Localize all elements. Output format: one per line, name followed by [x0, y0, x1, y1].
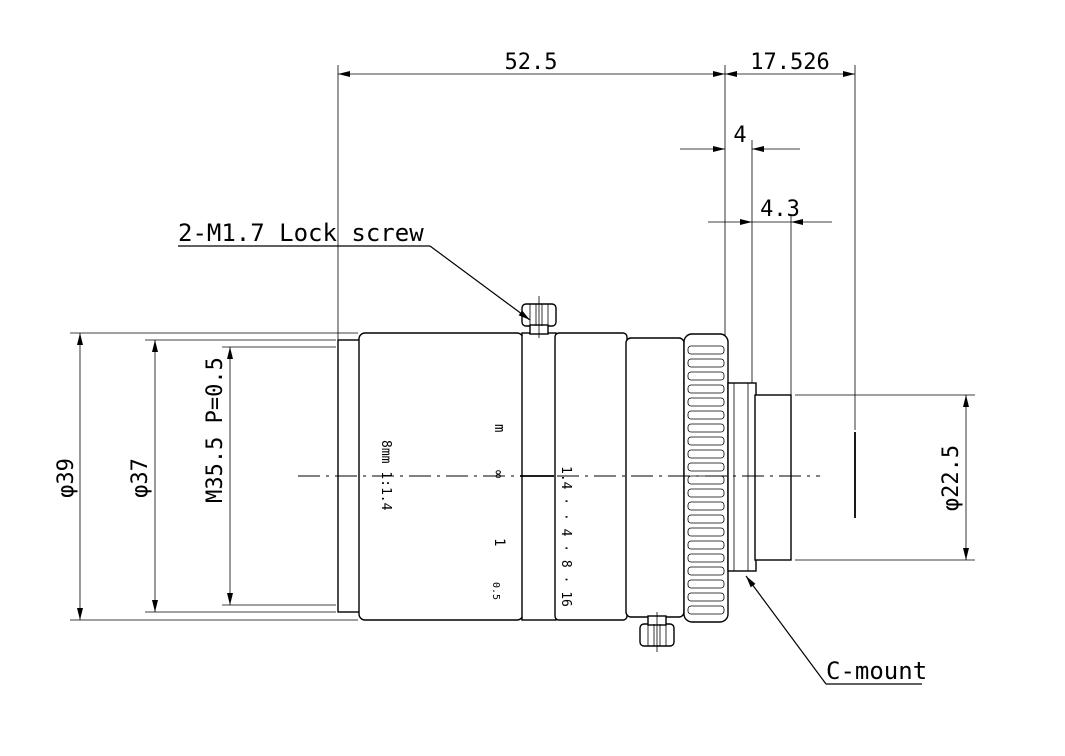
lens-body: [337, 332, 792, 623]
aperture-scale-marking: 1.4 · · 4 · 8 · 16: [558, 466, 573, 607]
knurl-tooth: [687, 566, 725, 576]
dim-mount-43: 4.3: [708, 197, 832, 395]
knurl-tooth: [687, 358, 725, 368]
knurled-ring: [683, 333, 729, 623]
callout-lock-screw: 2-M1.7 Lock screw: [178, 219, 531, 321]
knurl-tooth: [687, 605, 725, 615]
lock-screw-bottom: [639, 612, 675, 652]
knurl-tooth: [687, 488, 725, 498]
rear-barrel: [625, 337, 685, 618]
knurl-tooth: [687, 410, 725, 420]
knurl-tooth: [687, 553, 725, 563]
knurl-tooth: [687, 397, 725, 407]
lock-screw-top: [521, 296, 557, 338]
dim-dia-37: φ37: [128, 339, 336, 613]
dim-dia-225-value: φ22.5: [939, 445, 964, 511]
knurl-tooth: [687, 423, 725, 433]
knurl-tooth: [687, 462, 725, 472]
dim-mount-4: 4: [680, 123, 800, 383]
mount-flange: [727, 382, 757, 572]
mount-thread: [754, 394, 792, 561]
knurl-tooth: [687, 371, 725, 381]
dim-total-length: 52.5: [337, 50, 726, 340]
focus-1-marking: 1: [491, 538, 507, 546]
focus-inf-marking: ∞: [490, 470, 506, 479]
dim-filter-thread-value: M35.5 P=0.5: [203, 357, 228, 503]
knurl-tooth: [687, 345, 725, 355]
dim-dia-225: φ22.5: [795, 394, 975, 561]
dim-flange-back-value: 17.526: [750, 50, 829, 75]
knurl-tooth: [687, 501, 725, 511]
dim-mount-4-value: 4: [733, 123, 746, 148]
dim-filter-thread: M35.5 P=0.5: [203, 346, 336, 606]
focus-unit-marking: m: [491, 424, 507, 432]
knurl-pattern: [687, 345, 725, 615]
dim-flange-back: 17.526: [725, 50, 856, 430]
callout-c-mount: C-mount: [745, 575, 927, 685]
knurl-tooth: [687, 436, 725, 446]
dim-dia-39: φ39: [54, 332, 358, 621]
knurl-tooth: [687, 592, 725, 602]
dim-mount-43-value: 4.3: [760, 197, 800, 222]
callout-lock-screw-label: 2-M1.7 Lock screw: [178, 219, 424, 247]
knurl-tooth: [687, 384, 725, 394]
knurl-tooth: [687, 579, 725, 589]
dim-total-length-value: 52.5: [505, 50, 558, 75]
dim-dia-37-value: φ37: [128, 458, 153, 498]
focus-05-marking: 0.5: [490, 582, 501, 600]
knurl-tooth: [687, 514, 725, 524]
knurl-tooth: [687, 540, 725, 550]
knurl-tooth: [687, 449, 725, 459]
callout-c-mount-label: C-mount: [826, 657, 927, 685]
knurl-tooth: [687, 527, 725, 537]
lens-model-marking: 8mm 1:1.4: [378, 440, 393, 511]
dim-dia-39-value: φ39: [54, 458, 79, 498]
